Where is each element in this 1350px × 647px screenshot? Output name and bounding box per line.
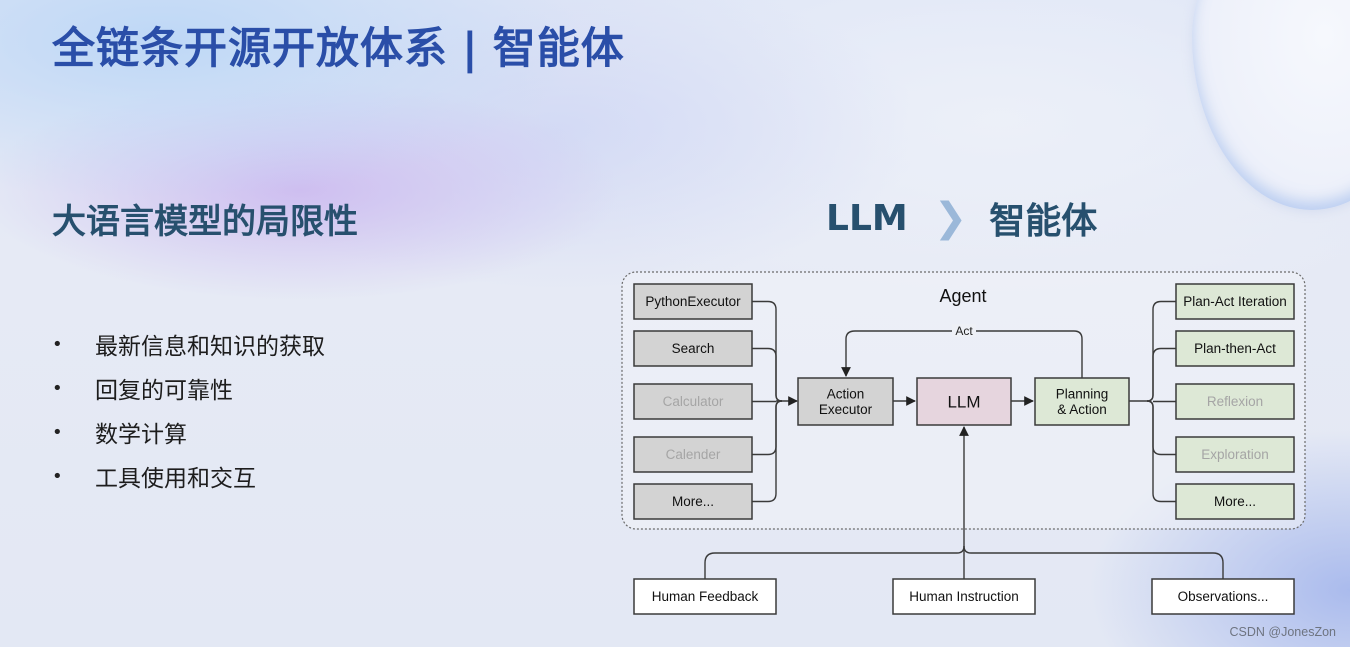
strategy-box-label: Exploration (1201, 447, 1269, 462)
tool-box: Search (633, 330, 753, 367)
strategy-box-label: Reflexion (1207, 394, 1263, 409)
bullet-marker: • (52, 421, 63, 443)
llm-to-agent-heading: LLM ❯ 智能体 (826, 192, 1097, 244)
list-item-text: 数学计算 (95, 422, 187, 448)
tool-box-label: More... (672, 494, 714, 509)
planning-action-box-label: & Action (1057, 402, 1107, 417)
tool-box-rect (633, 330, 753, 367)
tool-box-label: PythonExecutor (645, 294, 741, 309)
tool-box-rect (633, 436, 753, 473)
chevron-right-icon: ❯ (933, 195, 968, 241)
limitations-list: • 最新信息和知识的获取 • 回复的可靠性 • 数学计算 • 工具使用和交互 (52, 322, 325, 498)
strategy-box-label: Plan-then-Act (1194, 341, 1276, 356)
input-connector (704, 545, 965, 579)
strategy-box-rect (1175, 330, 1295, 367)
section-title: 大语言模型的局限性 (52, 202, 358, 242)
input-connector (963, 545, 1224, 579)
tool-box: Calculator (633, 383, 753, 420)
strategy-box: Plan-Act Iteration (1175, 283, 1295, 320)
input-box-rect (892, 578, 1036, 615)
action-executor-box-rect (797, 377, 894, 426)
act-label-bg (952, 324, 976, 337)
strategy-box-rect (1175, 383, 1295, 420)
list-item-text: 回复的可靠性 (95, 378, 233, 404)
strategy-connector (1146, 347, 1176, 402)
bullet-marker: • (52, 465, 63, 487)
tool-box: More... (633, 483, 753, 520)
strategy-box: Reflexion (1175, 383, 1295, 420)
strategy-box-rect (1175, 436, 1295, 473)
llm-box-label: LLM (947, 392, 980, 411)
input-box-label: Human Instruction (909, 589, 1019, 604)
input-box: Observations... (1151, 578, 1295, 615)
tool-box-label: Calculator (663, 394, 724, 409)
strategy-box: Exploration (1175, 436, 1295, 473)
list-item-text: 工具使用和交互 (95, 466, 256, 492)
strategy-box-rect (1175, 283, 1295, 320)
tool-box-label: Calender (666, 447, 721, 462)
planning-action-box-label: Planning (1056, 386, 1109, 401)
tool-box-rect (633, 483, 753, 520)
strategy-box: Plan-then-Act (1175, 330, 1295, 367)
tool-box: Calender (633, 436, 753, 473)
input-box-label: Human Feedback (652, 589, 759, 604)
watermark: CSDN @JonesZon (1229, 625, 1336, 639)
slide-title: 全链条开源开放体系 | 智能体 (52, 14, 625, 76)
strategy-connector (1146, 400, 1176, 503)
bullet-marker: • (52, 333, 63, 355)
list-item-text: 最新信息和知识的获取 (95, 334, 325, 360)
title-separator: | (462, 24, 479, 74)
input-box: Human Instruction (892, 578, 1036, 615)
llm-box-rect (916, 377, 1012, 426)
planning-action-box: Planning& Action (1034, 377, 1130, 426)
list-item: • 数学计算 (52, 410, 325, 454)
act-label: Act (955, 324, 973, 338)
input-box-rect (633, 578, 777, 615)
heading-from: LLM (826, 197, 908, 239)
agent-label: Agent (939, 286, 986, 306)
heading-to: 智能体 (989, 201, 1098, 242)
strategy-box-rect (1175, 483, 1295, 520)
action-executor-box-label: Executor (819, 402, 873, 417)
tool-box-label: Search (672, 341, 715, 356)
slide-title-topic: 智能体 (492, 24, 625, 74)
diagram-boxes: PythonExecutorSearchCalculatorCalenderMo… (633, 283, 1295, 615)
action-executor-box-label: Action (827, 386, 865, 401)
llm-box: LLM (916, 377, 1012, 426)
input-box-label: Observations... (1178, 589, 1269, 604)
tool-box-rect (633, 283, 753, 320)
tool-box-rect (633, 383, 753, 420)
planning-action-box-rect (1034, 377, 1130, 426)
tool-box: PythonExecutor (633, 283, 753, 320)
slide-title-main: 全链条开源开放体系 (52, 24, 448, 74)
input-box-rect (1151, 578, 1295, 615)
bullet-marker: • (52, 377, 63, 399)
list-item: • 工具使用和交互 (52, 454, 325, 498)
list-item: • 最新信息和知识的获取 (52, 322, 325, 366)
strategy-box-label: Plan-Act Iteration (1183, 294, 1287, 309)
strategy-box: More... (1175, 483, 1295, 520)
list-item: • 回复的可靠性 (52, 366, 325, 410)
input-box: Human Feedback (633, 578, 777, 615)
strategy-box-label: More... (1214, 494, 1256, 509)
